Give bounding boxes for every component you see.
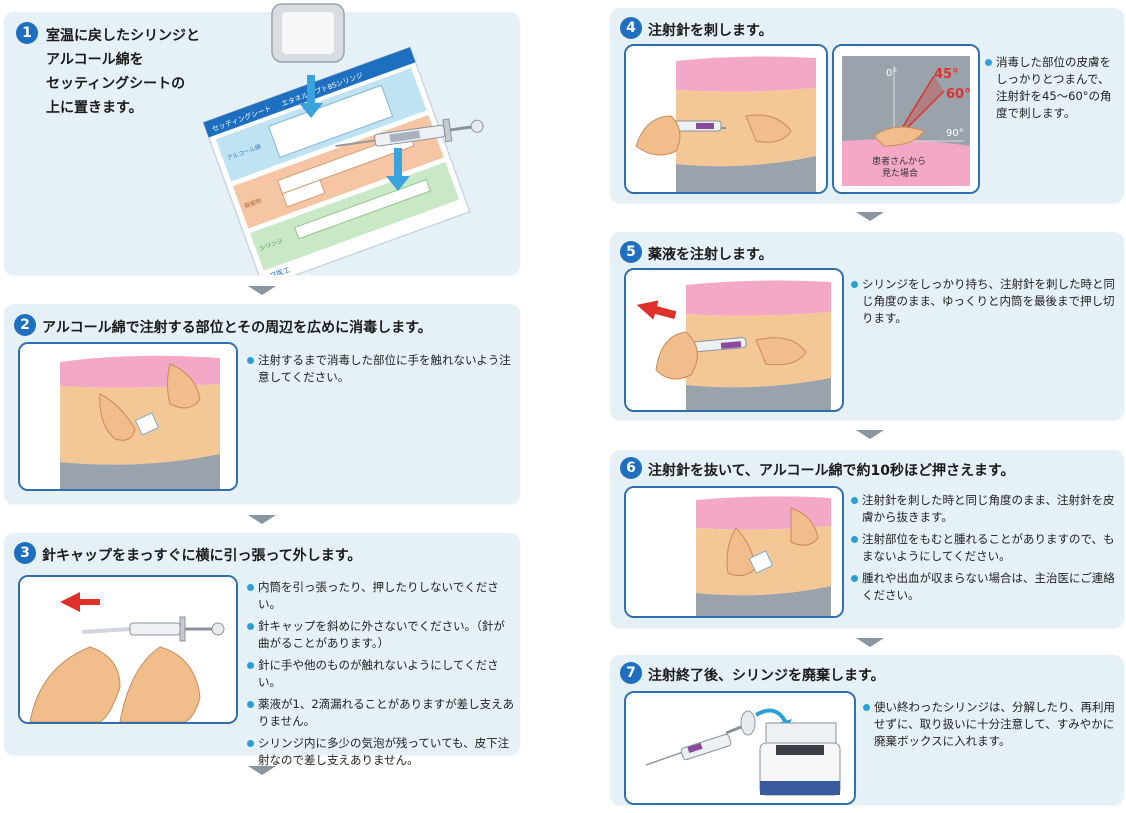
step-2-number: 2 xyxy=(14,314,36,336)
step-4-angle-frame: 0° 45° 60° 90° 患者さんから 見た場合 xyxy=(832,44,980,194)
disinfect-illustration xyxy=(20,344,236,489)
step-1-title: 室温に戻したシリンジと アルコール綿を セッティングシートの 上に置きます。 xyxy=(46,24,200,120)
step-4-image-frame xyxy=(624,44,828,194)
step-2-note: 注射するまで消毒した部位に手を触れないよう注意してください。 xyxy=(246,352,516,386)
step-3-panel: 3 針キャップをまっすぐに横に引っ張って外します。 内筒を引っ張ったり、押したり… xyxy=(4,533,520,767)
step-4-title: 注射針を刺します。 xyxy=(648,23,773,39)
step-5-note: シリンジをしっかり持ち、注射針を刺した時と同じ角度のまま、ゆっくりと内筒を最後ま… xyxy=(850,276,1120,327)
step-5-title: 薬液を注射します。 xyxy=(648,247,773,263)
angle-diagram: 0° 45° 60° 90° 患者さんから 見た場合 xyxy=(834,46,978,192)
step-3-note: シリンジ内に多少の気泡が残っていても、皮下注射なので差し支えありません。 xyxy=(246,735,516,769)
step-2-image-frame xyxy=(18,342,238,491)
step-5-number: 5 xyxy=(620,241,642,263)
flow-arrow xyxy=(248,515,276,524)
step-7-title: 注射終了後、シリンジを廃棄します。 xyxy=(648,668,885,684)
insert-needle-illustration xyxy=(626,46,826,192)
press-alcohol-illustration xyxy=(626,488,842,616)
step-2-notes: 注射するまで消毒した部位に手を触れないよう注意してください。 xyxy=(246,352,516,391)
step-7-number: 7 xyxy=(620,662,642,684)
step-6-note: 注射部位をもむと腫れることがありますので、もまないようにしてください。 xyxy=(850,531,1120,565)
step-6-notes: 注射針を刺した時と同じ角度のまま、注射針を皮膚から抜きます。 注射部位をもむと腫… xyxy=(850,492,1120,609)
angle-60-label: 60° xyxy=(946,87,971,102)
step-7-image-frame xyxy=(624,691,856,805)
step-7-note: 使い終わったシリンジは、分解したり、再利用せずに、取り扱いに十分注意して、すみや… xyxy=(862,699,1120,750)
angle-90-label: 90° xyxy=(946,128,964,139)
step-4-number: 4 xyxy=(620,17,642,39)
flow-arrow xyxy=(248,286,276,295)
step-2-title: アルコール綿で注射する部位とその周辺を広めに消毒します。 xyxy=(42,320,432,336)
step-3-note: 針キャップを斜めに外さないでください。（針が曲がることがあります。） xyxy=(246,618,516,652)
step-7-notes: 使い終わったシリンジは、分解したり、再利用せずに、取り扱いに十分注意して、すみや… xyxy=(862,699,1120,755)
step-4-note: 消毒した部位の皮膚をしっかりとつまんで、注射針を45～60°の角度で刺します。 xyxy=(984,54,1120,122)
step-1-panel: 1 室温に戻したシリンジと アルコール綿を セッティングシートの 上に置きます。… xyxy=(4,3,520,275)
step-6-panel: 6 注射針を抜いて、アルコール綿で約10秒ほど押さえます。 注射針を刺した時と同… xyxy=(610,450,1124,628)
flow-arrow xyxy=(856,430,884,439)
flow-arrow xyxy=(856,212,884,221)
step-4-notes: 消毒した部位の皮膚をしっかりとつまんで、注射針を45～60°の角度で刺します。 xyxy=(984,54,1120,127)
step-6-note: 腫れや出血が収まらない場合は、主治医にご連絡ください。 xyxy=(850,570,1120,604)
step-3-title: 針キャップをまっすぐに横に引っ張って外します。 xyxy=(42,548,362,564)
step-3-note: 針に手や他のものが触れないようにしてください。 xyxy=(246,657,516,691)
step-4-panel: 4 注射針を刺します。 0° 45° 60° 9 xyxy=(610,8,1124,203)
angle-0-label: 0° xyxy=(886,68,897,79)
step-3-notes: 内筒を引っ張ったり、押したりしないでください。 針キャップを斜めに外さないでくだ… xyxy=(246,579,516,774)
remove-cap-illustration xyxy=(20,577,236,722)
step-1-title-line: セッティングシートの xyxy=(46,76,186,92)
step-1-title-line: アルコール綿を xyxy=(46,52,144,68)
angle-caption-line: 見た場合 xyxy=(882,167,918,179)
step-1-number: 1 xyxy=(16,22,38,44)
disposal-illustration xyxy=(626,693,854,803)
step-3-number: 3 xyxy=(14,542,36,564)
angle-45-label: 45° xyxy=(934,67,959,82)
step-6-note: 注射針を刺した時と同じ角度のまま、注射針を皮膚から抜きます。 xyxy=(850,492,1120,526)
step-7-panel: 7 注射終了後、シリンジを廃棄します。 使い終わったシリンジは、分解したり、再利… xyxy=(610,655,1124,805)
step-3-note: 薬液が1、2滴漏れることがありますが差し支えありません。 xyxy=(246,696,516,730)
sheet-brand: 日医工 xyxy=(269,266,291,275)
flow-arrow xyxy=(248,766,276,775)
step-5-panel: 5 薬液を注射します。 シリンジをしっかり持ち、注射針を刺した時と同じ角度のまま… xyxy=(610,232,1124,420)
flow-arrow xyxy=(856,638,884,647)
step-5-image-frame xyxy=(624,268,844,412)
step-3-note: 内筒を引っ張ったり、押したりしないでください。 xyxy=(246,579,516,613)
inject-illustration xyxy=(626,270,842,410)
step-1-title-line: 上に置きます。 xyxy=(46,100,143,116)
step-5-notes: シリンジをしっかり持ち、注射針を刺した時と同じ角度のまま、ゆっくりと内筒を最後ま… xyxy=(850,276,1120,332)
step-2-panel: 2 アルコール綿で注射する部位とその周辺を広めに消毒します。 注射するまで消毒し… xyxy=(4,304,520,504)
step-6-title: 注射針を抜いて、アルコール綿で約10秒ほど押さえます。 xyxy=(648,463,1015,479)
setting-sheet-illustration: セッティングシート エタネルセプトBSシリンジ アルコール綿 廃棄物 シリンジ … xyxy=(202,3,484,275)
step-1-title-line: 室温に戻したシリンジと xyxy=(46,28,200,44)
step-3-image-frame xyxy=(18,575,238,724)
step-6-image-frame xyxy=(624,486,844,618)
step-6-number: 6 xyxy=(620,457,642,479)
angle-caption-line: 患者さんから xyxy=(872,155,926,167)
